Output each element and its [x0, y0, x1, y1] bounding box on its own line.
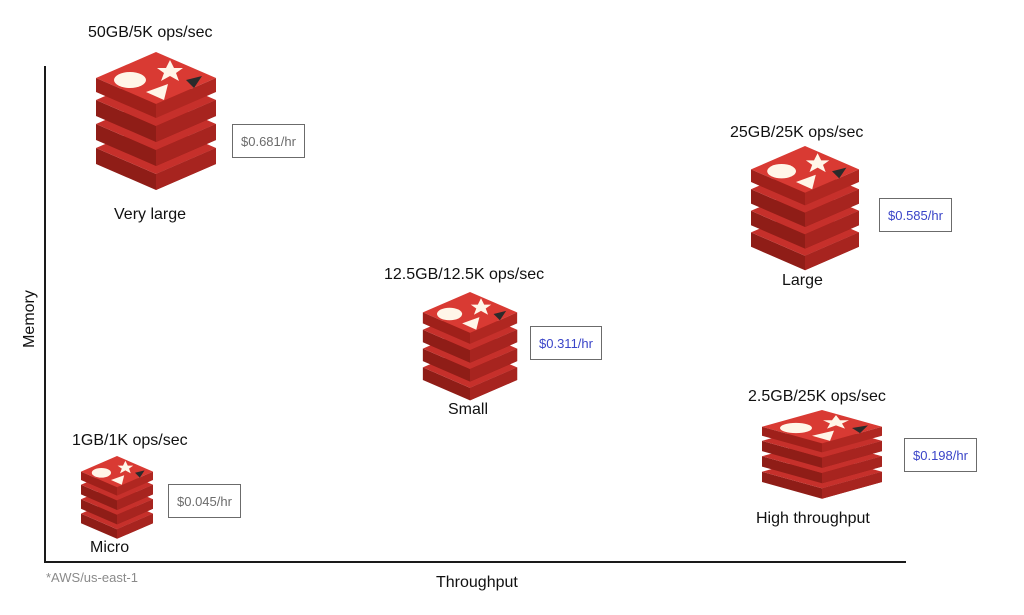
- tier-very-large: Very large: [114, 206, 187, 223]
- y-axis-label: Memory: [21, 290, 38, 348]
- price-very-large: $0.681/hr: [232, 124, 305, 158]
- price-micro: $0.045/hr: [168, 484, 241, 518]
- tier-small: Small: [448, 401, 489, 418]
- redis-logo-icon: [86, 52, 226, 192]
- y-axis: [44, 66, 46, 562]
- redis-logo-icon: [736, 146, 874, 272]
- tier-micro: Micro: [90, 539, 130, 556]
- redis-logo-icon: [72, 456, 162, 540]
- spec-micro: 1GB/1K ops/sec: [72, 432, 188, 449]
- redis-logo-icon: [752, 410, 892, 500]
- spec-very-large: 50GB/5K ops/sec: [88, 24, 213, 41]
- tier-high-throughput: High throughput: [756, 510, 870, 527]
- x-axis: [44, 561, 906, 563]
- price-small: $0.311/hr: [530, 326, 602, 360]
- spec-small: 12.5GB/12.5K ops/sec: [384, 266, 545, 283]
- x-axis-label: Throughput: [436, 574, 518, 591]
- footnote: *AWS/us-east-1: [46, 570, 138, 585]
- spec-high-throughput: 2.5GB/25K ops/sec: [748, 388, 886, 405]
- spec-large: 25GB/25K ops/sec: [730, 124, 864, 141]
- price-high-throughput: $0.198/hr: [904, 438, 977, 472]
- price-large: $0.585/hr: [879, 198, 952, 232]
- tier-large: Large: [782, 272, 823, 289]
- redis-logo-icon: [414, 292, 526, 402]
